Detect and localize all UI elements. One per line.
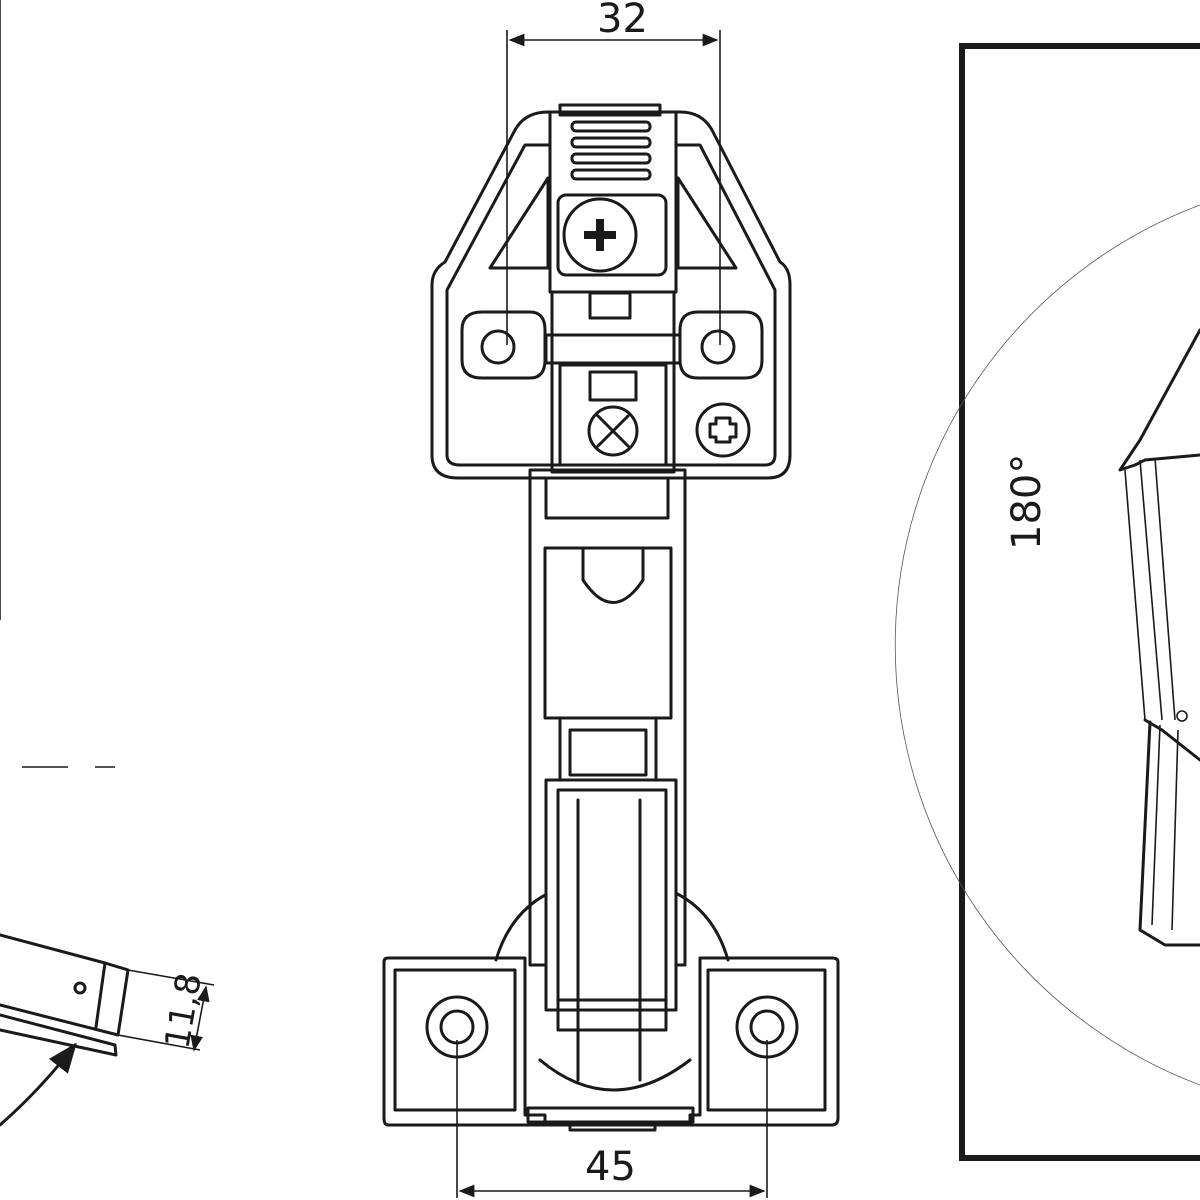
mounting-screw-icon [695,402,751,458]
hinge-front-view: 32 [382,0,840,1198]
opening-angle-label: 180° [1004,454,1050,550]
side-height-label: 11,8 [157,970,210,1051]
top-width-label: 32 [597,0,648,42]
opening-angle-view: 180° [894,43,1200,1161]
left-side-view: 11,8 [0,0,215,1127]
bottom-width-label: 45 [585,1144,636,1190]
